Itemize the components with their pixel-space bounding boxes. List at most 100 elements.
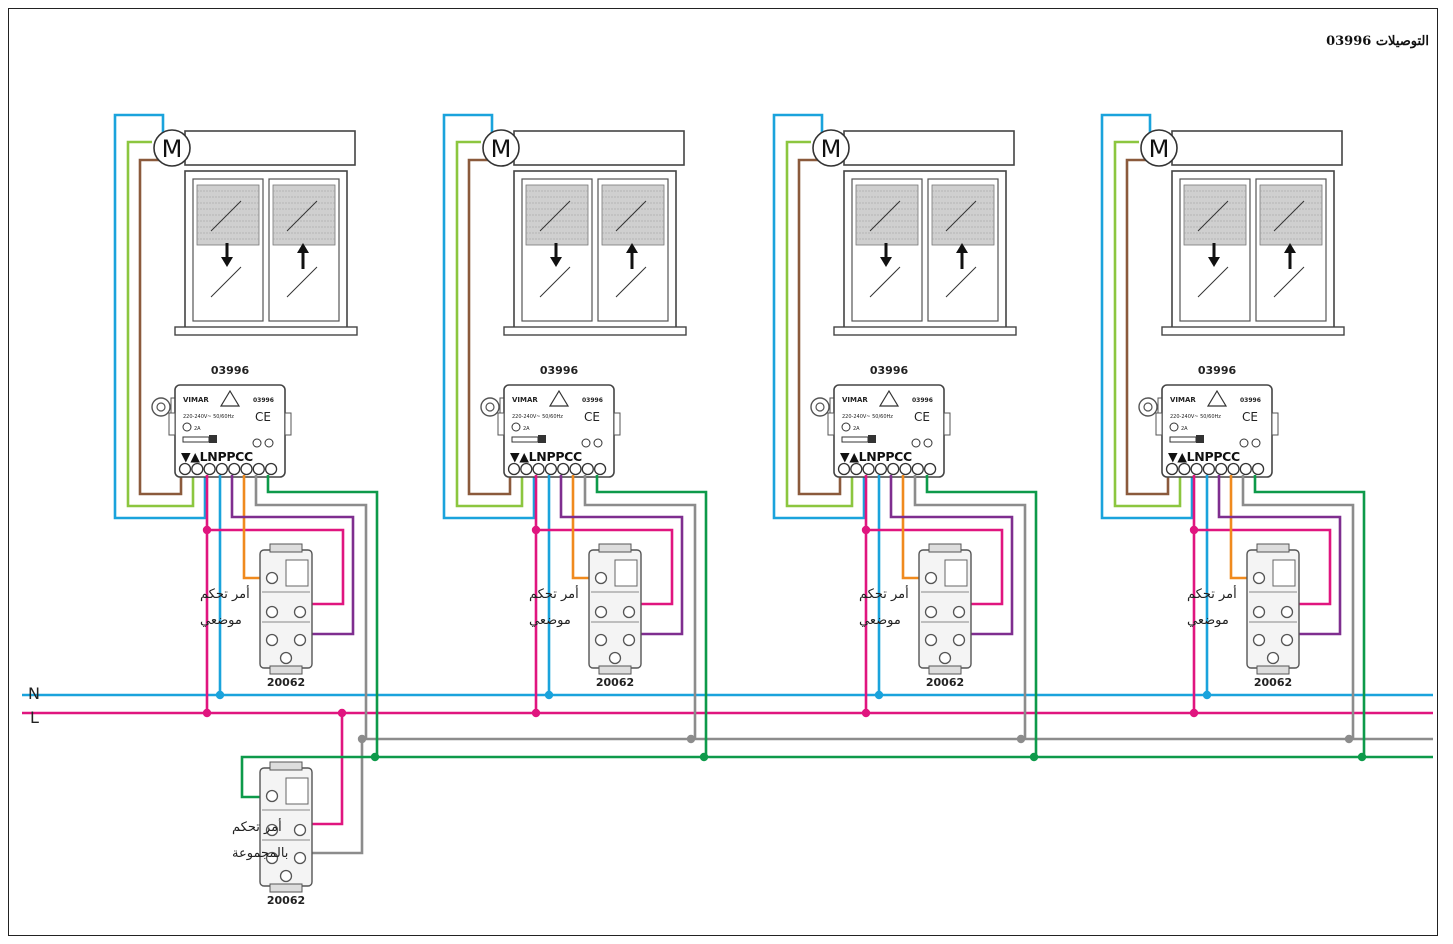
- switch-P1-wire: [901, 475, 924, 580]
- switch-terminal: [594, 571, 608, 585]
- window-sill: [503, 326, 687, 336]
- actuator-side-clip: [1155, 412, 1163, 436]
- motor-symbol-icon: [1169, 422, 1179, 432]
- switch-20062: 20062: [1246, 543, 1300, 689]
- actuator-terminal: [215, 462, 229, 476]
- window-sill: [833, 326, 1017, 336]
- actuator-C-green-wire: [266, 475, 379, 757]
- junction-dot: [874, 690, 884, 700]
- switch-terminal: [265, 823, 279, 837]
- switch-top-clip: [1256, 543, 1290, 553]
- group-L-wire: [310, 713, 344, 826]
- switch-top-clip: [928, 543, 962, 553]
- motor-wire-blue: [1100, 113, 1194, 520]
- glass-reflection: [1273, 200, 1305, 232]
- motor-icon: [1140, 129, 1178, 167]
- arrow-up-icon: [956, 243, 968, 253]
- actuator-terminal: [569, 462, 582, 476]
- actuator-terminal: [252, 462, 265, 476]
- actuator-C-grey-wire: [913, 475, 1027, 739]
- switch-terminal: [594, 605, 608, 619]
- ce-mark-icon: CE: [584, 410, 600, 424]
- actuator-terminal: [1251, 462, 1265, 476]
- glass-reflection: [1273, 266, 1305, 298]
- junction-dot: [531, 708, 541, 718]
- glass-reflection: [615, 200, 647, 232]
- junction-dot: [861, 525, 871, 535]
- line-label: L: [30, 708, 39, 727]
- actuator-terminal: [1239, 462, 1252, 476]
- warning-triangle-icon: [219, 389, 241, 407]
- settings-icon: [252, 438, 262, 448]
- switch-label: أمر تحكم: [200, 585, 250, 602]
- actuator-terminal: [850, 462, 863, 476]
- actuator-side-clip: [1271, 412, 1279, 436]
- junction-dot: [1189, 525, 1199, 535]
- switch-bottom-clip: [1256, 665, 1290, 675]
- actuator-rating: 220-240V~ 50/60Hz: [183, 414, 234, 420]
- ce-mark-icon: CE: [1242, 410, 1258, 424]
- switch-label: أمر تحكم: [1187, 585, 1237, 602]
- actuator-terminal: [837, 462, 851, 476]
- switch-L-wire: [866, 528, 1004, 606]
- switch-lever-window: [1272, 559, 1296, 587]
- switch-terminal: [1266, 651, 1280, 665]
- switch-terminal: [293, 851, 307, 865]
- junction-dot: [202, 525, 212, 535]
- switch-lever-window: [285, 559, 309, 587]
- arrow-down-icon: [221, 257, 233, 267]
- switch-terminal: [293, 605, 307, 619]
- switch-code: 20062: [596, 676, 634, 689]
- switch-20062: 20062: [259, 543, 313, 689]
- actuator-C-grey-wire: [254, 475, 368, 739]
- actuator-terminal: [1165, 462, 1179, 476]
- motor-symbol-icon: [182, 422, 192, 432]
- actuator-terminal: [228, 462, 241, 476]
- switch-terminal: [622, 605, 636, 619]
- actuator-terminal: [874, 462, 888, 476]
- switch-L-wire: [1194, 528, 1332, 606]
- actuator-code: 03996: [582, 397, 603, 404]
- actuator-terminal: [507, 462, 521, 476]
- switch-terminal: [293, 823, 307, 837]
- actuator-terminal: [1190, 462, 1203, 476]
- junction-dot: [1189, 708, 1199, 718]
- motor-icon: [482, 129, 520, 167]
- shutter-box: [513, 130, 685, 166]
- switch-label: موضعي: [200, 613, 242, 628]
- fuse-cap-icon: [209, 435, 217, 443]
- switch-lever-window: [285, 777, 309, 805]
- actuator-rating: 220-240V~ 50/60Hz: [512, 414, 563, 420]
- junction-dot: [861, 708, 871, 718]
- actuator-terminal: [593, 462, 607, 476]
- terminal-labels: ▼▲LNPPCC: [1168, 449, 1240, 464]
- junction-dot: [1357, 752, 1367, 762]
- motor-wire-green: [126, 140, 195, 508]
- motor-label: M: [1149, 135, 1170, 163]
- switch-terminal: [952, 605, 966, 619]
- switch-terminal: [608, 651, 622, 665]
- actuator-brand: VIMAR: [183, 396, 209, 404]
- settings-icon: [581, 438, 591, 448]
- roller-shutter-window: [833, 130, 1017, 336]
- module-code: 03996: [211, 364, 250, 377]
- junction-dot: [1029, 752, 1039, 762]
- settings-icon: [923, 438, 933, 448]
- fuse-icon: [511, 436, 539, 443]
- glass-reflection: [1197, 200, 1229, 232]
- actuator-side-clip: [284, 412, 292, 436]
- actuator-terminal: [1215, 462, 1228, 476]
- actuator-terminal: [264, 462, 278, 476]
- shutter-box: [1171, 130, 1343, 166]
- actuator-terminal: [203, 462, 216, 476]
- switch-top-clip: [269, 761, 303, 771]
- module-code: 03996: [540, 364, 579, 377]
- motor-wire-brown: [1125, 158, 1170, 496]
- glass-reflection: [945, 200, 977, 232]
- switch-bottom-clip: [928, 665, 962, 675]
- switch-label: موضعي: [1187, 613, 1229, 628]
- switch-L-wire: [536, 528, 674, 606]
